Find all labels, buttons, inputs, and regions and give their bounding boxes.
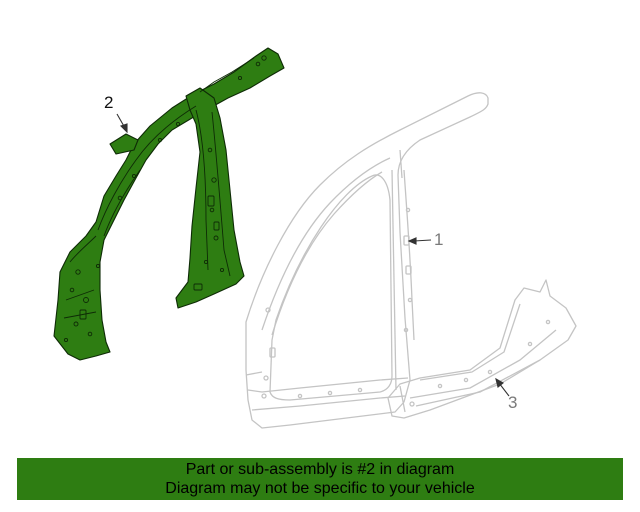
info-banner: Part or sub-assembly is #2 in diagram Di… bbox=[17, 458, 623, 500]
pillar-reinforcement-part-2[interactable] bbox=[53, 47, 285, 361]
pillar-reinforcement-details bbox=[63, 55, 267, 343]
callout-2: 2 bbox=[104, 93, 114, 112]
banner-part-note: Part or sub-assembly is #2 in diagram bbox=[185, 461, 455, 478]
body-side-panel-part-1[interactable] bbox=[245, 92, 489, 429]
banner-disclaimer: Diagram may not be specific to your vehi… bbox=[165, 480, 475, 497]
rocker-panel-part-3[interactable] bbox=[387, 279, 577, 419]
leader-lines bbox=[116, 113, 510, 397]
callout-3: 3 bbox=[508, 393, 518, 412]
callout-1: 1 bbox=[434, 230, 444, 249]
